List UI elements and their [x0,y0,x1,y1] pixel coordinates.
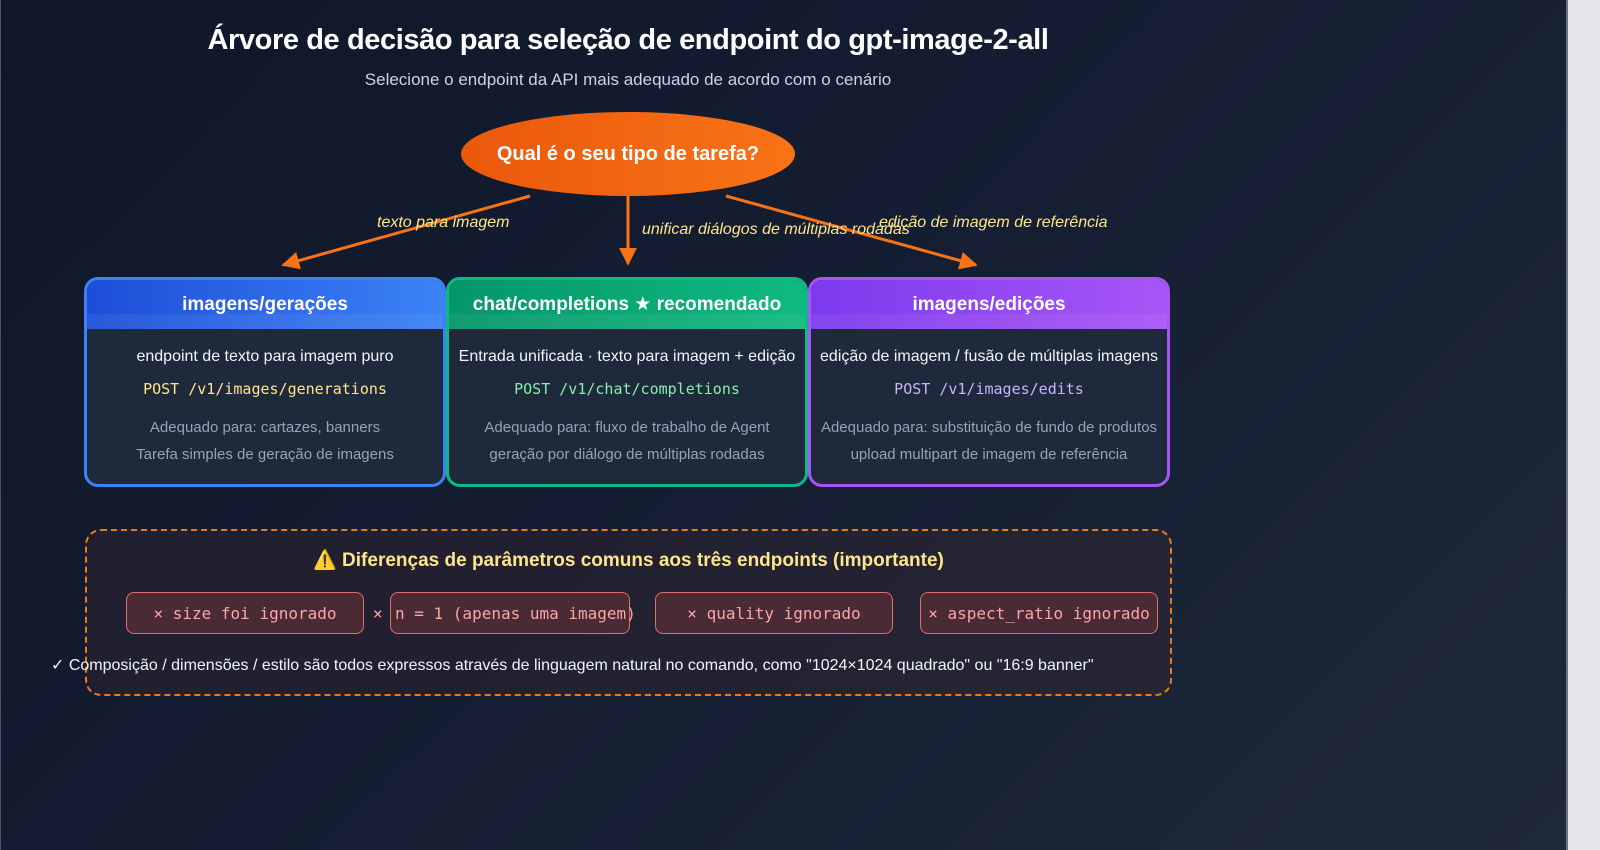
card-use-case: Adequado para: substituição de fundo de … [820,419,1158,436]
card-use-case: Adequado para: fluxo de trabalho de Agen… [484,419,770,436]
card-endpoint-path: POST /v1/images/edits [894,380,1084,398]
ignored-param-chip-aspect-ratio: × aspect_ratio ignorado [920,592,1158,634]
card-endpoint-path: POST /v1/images/generations [143,380,387,398]
card-use-case-detail: upload multipart de imagem de referência [850,446,1128,463]
page-subtitle: Selecione o endpoint da API mais adequad… [364,70,892,89]
edge-arrow-edits [725,194,978,270]
edge-label-multi-turn: unificar diálogos de múltiplas rodadas [642,221,910,238]
endpoint-card-generations: imagens/gerações endpoint de texto para … [84,277,446,487]
card-use-case: Adequado para: cartazes, banners [149,419,381,436]
card-description: Entrada unificada · texto para imagem + … [458,348,796,365]
card-header: imagens/edições [811,280,1167,329]
endpoint-card-chat-completions: chat/completions ★ recomendado Entrada u… [446,277,808,487]
edge-arrow-generations [281,194,531,270]
ignored-param-chip-quality: × quality ignorado [655,592,893,634]
card-title: imagens/gerações [182,293,348,315]
ignored-param-chip-n: n = 1 (apenas uma imagem) [390,592,636,634]
card-use-case-detail: Tarefa simples de geração de imagens [136,446,394,463]
card-header: chat/completions ★ recomendado [449,280,805,329]
warning-title-text: ⚠️ Diferenças de parâmetros comuns aos t… [313,550,944,571]
card-title: imagens/edições [912,293,1066,315]
endpoint-card-edits: imagens/edições edição de imagem / fusão… [808,277,1170,487]
card-use-case-detail: geração por diálogo de múltiplas rodadas [489,446,765,463]
edge-label-text-to-image: texto para imagem [377,214,510,231]
chip-separator: × [373,604,383,623]
page-title: Árvore de decisão para seleção de endpoi… [207,24,1049,56]
warning-footnote: ✓ Composição / dimensões / estilo são to… [51,657,1094,674]
card-header: imagens/gerações [87,280,443,329]
card-description: endpoint de texto para imagem puro [136,348,394,365]
ignored-param-chip-size: × size foi ignorado [126,592,364,634]
card-title: chat/completions ★ recomendado [472,294,782,315]
warning-title: ⚠️ Diferenças de parâmetros comuns aos t… [85,548,1172,572]
card-endpoint-path: POST /v1/chat/completions [514,380,740,398]
edge-label-reference-edit: edição de imagem de referência [879,214,1108,231]
card-description: edição de imagem / fusão de múltiplas im… [820,348,1158,365]
root-question-node: Qual é o seu tipo de tarefa? [461,112,795,196]
edge-arrows [281,194,978,270]
root-question-label: Qual é o seu tipo de tarefa? [496,142,760,165]
